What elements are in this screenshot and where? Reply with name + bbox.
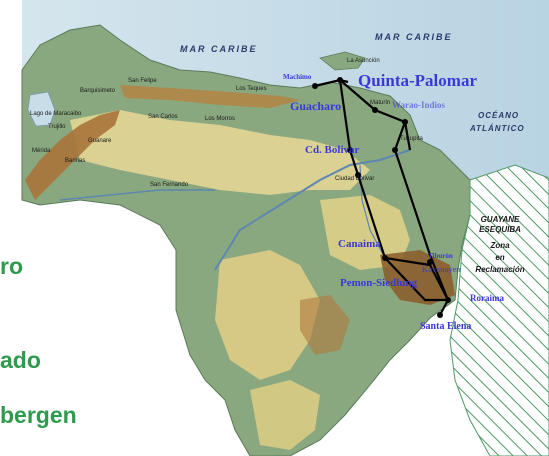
label-san-fernando: San Fernando (150, 182, 189, 188)
coastal-range (120, 85, 300, 108)
gran-sabana-mountains (380, 250, 455, 305)
label-reclamacion: Reclamación (475, 265, 524, 274)
label-atlantico: ATLÁNTICO (469, 124, 525, 133)
southern-plateau (215, 250, 320, 380)
label-ciudad-bolivar-small: Ciudad Bolívar (335, 176, 374, 182)
route-stops (312, 77, 451, 318)
label-mar-caribe-1: MAR CARIBE (180, 44, 258, 54)
label-en: en (495, 253, 504, 262)
margarita-island (319, 51, 366, 71)
label-zona: Zona (489, 241, 510, 250)
guayana-highlands (300, 295, 350, 355)
label-guanare: Guanare (88, 138, 112, 144)
label-los-morros: Los Morros (205, 116, 235, 122)
route-label-canaima: Canaima (338, 238, 381, 250)
travel-route (314, 78, 450, 316)
label-san-carlos: San Carlos (148, 114, 178, 120)
llanos-region (70, 110, 370, 195)
route-label-santa-elena: Santa Elena (420, 321, 471, 332)
apure-river (59, 189, 215, 201)
label-oceano: OCÉANO (478, 111, 519, 120)
route-label-warao: Warao-Indios (392, 100, 446, 110)
side-text-line-2: ado (0, 347, 41, 373)
route-label-machimo: Machimo (283, 73, 312, 81)
side-text-line-1: ro (0, 253, 23, 279)
route-label-roraima: Roraima (470, 293, 504, 303)
amazonas-plateau (250, 380, 320, 450)
route-label-quinta-palomar: Quinta-Palomar (358, 71, 477, 90)
andes-mountains (25, 110, 120, 200)
label-la-asuncion: La Asunción (347, 58, 380, 64)
label-barquisimeto: Barquisimeto (80, 88, 116, 94)
side-text-line-3: bergen (0, 402, 77, 428)
label-guayane: GUAYANE (481, 215, 520, 224)
label-tucupita: Tucupita (400, 136, 423, 142)
route-label-tiburon: Tiburón (428, 252, 453, 260)
route-label-pemon: Pemon-Siedlung (340, 277, 418, 289)
label-esequiba: ESEQUIBA (479, 225, 521, 234)
label-maturin-small: Maturín (370, 100, 390, 106)
label-mar-caribe-2: MAR CARIBE (375, 32, 453, 42)
southeast-plateau (320, 195, 410, 270)
label-trujillo: Trujillo (48, 124, 66, 130)
label-san-felipe: San Felipe (128, 78, 157, 84)
label-lago-maracaibo: Lago de Maracaibo (30, 111, 82, 117)
label-los-teques: Los Teques (236, 86, 267, 92)
lake-maracaibo (27, 91, 56, 127)
route-label-cd-bolivar: Cd. Bolivar (305, 144, 360, 156)
white-top-left (0, 0, 22, 200)
route-label-kavanayen: Kavanayen (422, 265, 461, 274)
route-label-guacharo: Guacharo (290, 99, 341, 113)
white-lower-left (0, 190, 175, 456)
orinoco-river (214, 149, 411, 271)
label-barinas: Barinas (65, 158, 85, 164)
label-merida: Mérida (32, 148, 51, 154)
guayana-esequiba-zone (449, 164, 549, 456)
